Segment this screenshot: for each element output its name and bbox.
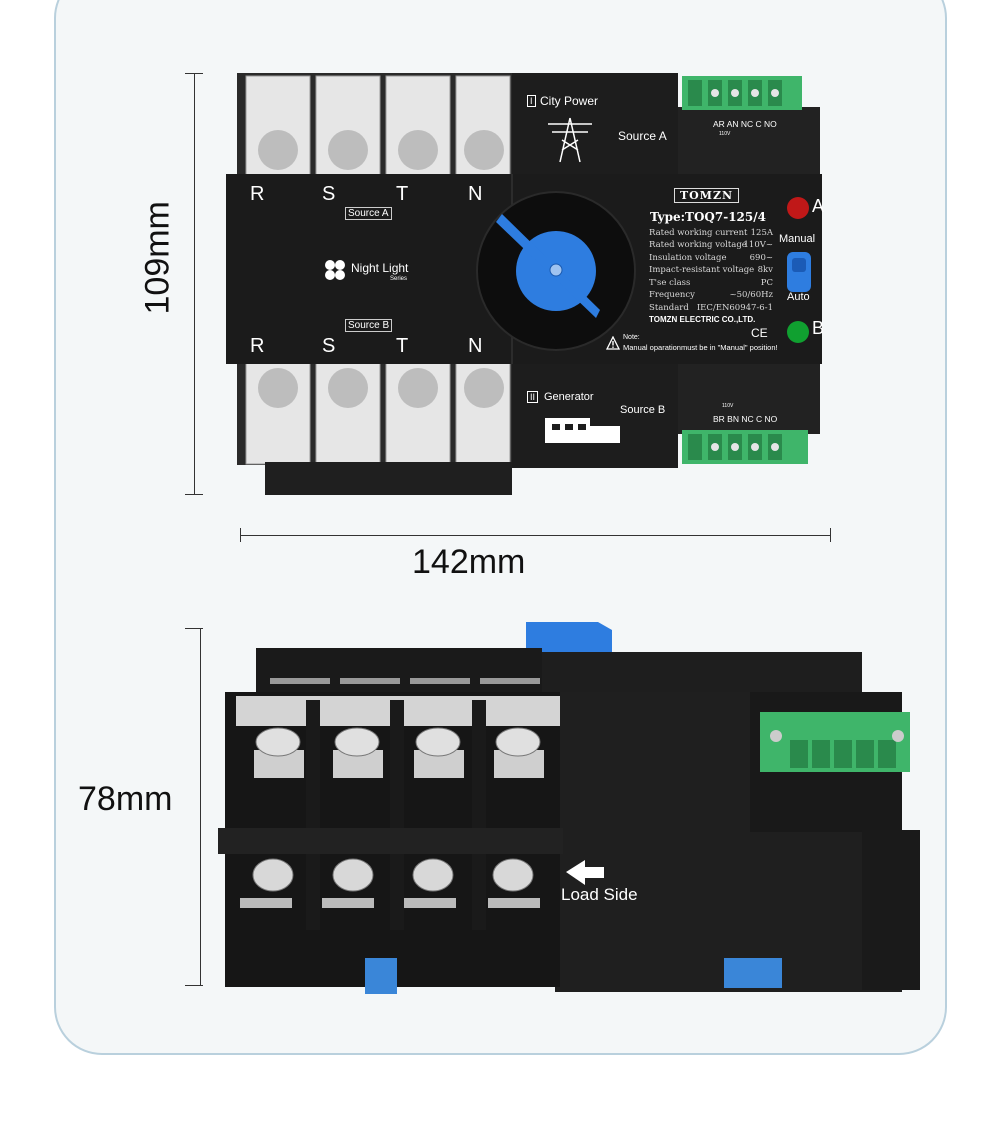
phase-bottom-r: R <box>250 335 265 357</box>
dim-tick-right <box>830 528 831 542</box>
indicator-b-label: B <box>812 318 825 338</box>
nameplate-company: TOMZN ELECTRIC CO.,LTD. <box>649 315 756 324</box>
generator-source: Source B <box>620 404 666 416</box>
city-power-numeral: I <box>527 95 536 107</box>
city-power-label: City Power <box>540 94 599 108</box>
generator-label: Generator <box>544 391 594 403</box>
phase-top-t: T <box>396 183 409 205</box>
phase-bottom-t: T <box>396 335 409 357</box>
rotary-switch-knob[interactable] <box>477 192 635 350</box>
side-dim-tick-bottom <box>185 985 203 986</box>
load-side-label: Load Side <box>561 885 638 904</box>
source-a-tag: Source A <box>345 207 392 220</box>
side-dim-tick-top <box>185 628 203 629</box>
top-terminal-labels: AR AN NC C NO <box>713 119 777 129</box>
generator-numeral: II <box>527 391 539 403</box>
nameplate-brand: TOMZN <box>674 188 740 203</box>
ce-mark: CE <box>751 326 768 340</box>
phase-bottom-s: S <box>322 335 336 357</box>
warning-icon <box>605 335 621 350</box>
phase-bottom-n: N <box>468 335 483 357</box>
dimension-height-side: 78mm <box>78 780 173 818</box>
switch-side-view <box>218 622 920 994</box>
arrow-left-icon <box>566 860 604 885</box>
auto-label: Auto <box>787 291 810 303</box>
dim-tick-bottom <box>185 494 203 495</box>
indicator-a-label: A <box>812 196 825 216</box>
side-dim-line <box>200 628 201 985</box>
dim-line-width <box>240 535 830 536</box>
phase-top-s: S <box>322 183 336 205</box>
night-light-logo-icon <box>323 258 347 282</box>
manual-label: Manual <box>779 233 816 245</box>
dim-line-height <box>194 73 195 494</box>
brand-series-name: Night Light <box>351 261 409 275</box>
city-power-source: Source A <box>618 129 667 143</box>
dimension-width: 142mm <box>412 543 526 581</box>
phase-top-r: R <box>250 183 265 205</box>
nameplate-type: Type:TOQ7-125/4 <box>650 210 766 224</box>
phase-top-n: N <box>468 183 483 205</box>
top-terminal-voltage: 110V <box>719 131 731 137</box>
spec-row: Frequency~50/60Hz <box>649 290 773 300</box>
note-title: Note: <box>623 334 640 341</box>
bottom-terminal-labels: BR BN NC C NO <box>713 414 778 424</box>
switch-top-view <box>226 73 822 495</box>
manual-auto-switch[interactable] <box>787 252 811 292</box>
note-text: Manual oparationmust be in "Manual" posi… <box>623 343 778 352</box>
brand-series-sub: Series <box>390 276 408 282</box>
bottom-terminal-voltage: 110V <box>722 403 734 409</box>
source-b-tag: Source B <box>345 319 393 332</box>
